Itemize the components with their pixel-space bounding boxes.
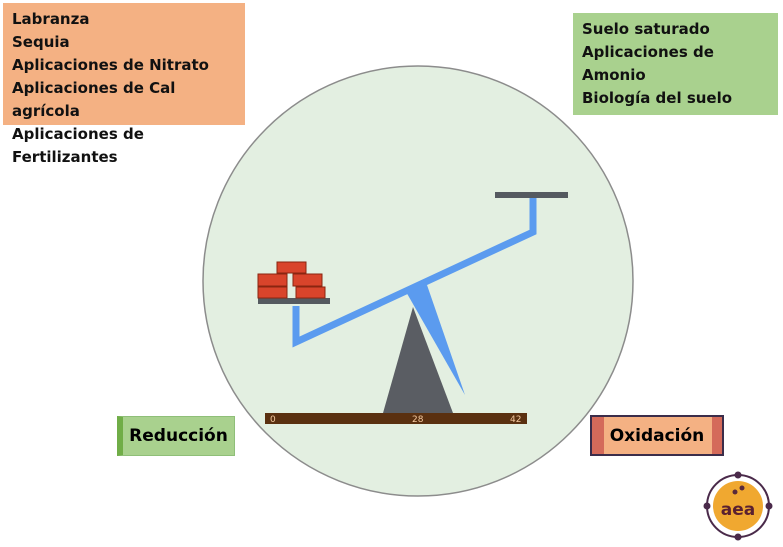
factor-item: Aplicaciones de Fertilizantes [12, 125, 144, 166]
left-platform [258, 298, 330, 304]
factor-item: Aplicaciones de Cal agrícola [12, 79, 176, 120]
svg-text:aea: aea [721, 500, 755, 520]
oxidation-button[interactable]: Oxidación [590, 415, 724, 456]
factor-item: Biología del suelo [582, 89, 733, 107]
right-platform [495, 192, 568, 198]
aea-logo: aea [703, 471, 773, 541]
factor-item: Suelo saturado [582, 20, 710, 38]
beam-support [405, 285, 465, 395]
factor-item: Sequia [12, 33, 70, 51]
background-circle [202, 65, 634, 497]
oxidation-factors-box: Suelo saturado Aplicaciones de Amonio Bi… [573, 13, 778, 115]
scale-bar [265, 413, 527, 424]
factor-item: Aplicaciones de Amonio [582, 43, 714, 84]
reduction-button[interactable]: Reducción [117, 416, 235, 456]
reduction-factors-box: Labranza Sequia Aplicaciones de Nitrato … [3, 3, 245, 166]
scale-max: 42 [510, 415, 521, 425]
bricks [257, 261, 326, 299]
scale-min: 0 [270, 415, 276, 425]
factor-item: Labranza [12, 10, 90, 28]
seesaw-beam [292, 198, 537, 348]
fulcrum [383, 307, 453, 413]
scale-mid: 28 [412, 415, 424, 425]
factor-item: Aplicaciones de Nitrato [12, 56, 209, 74]
